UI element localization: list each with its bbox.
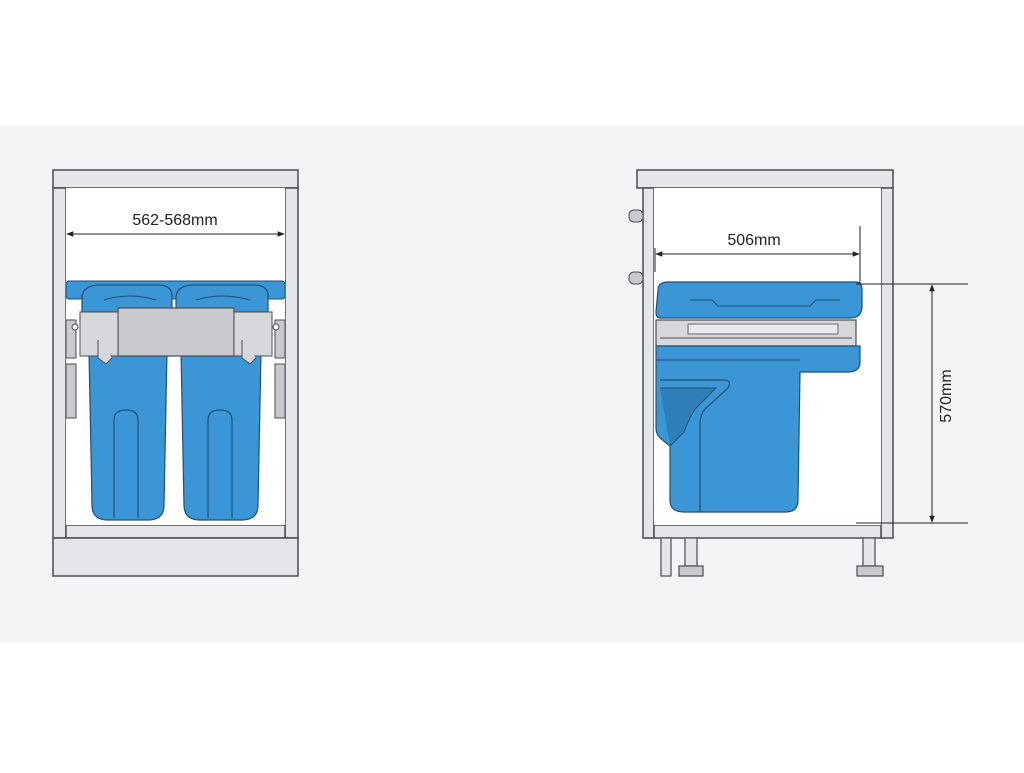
- front-cabinet-bottom: [65, 524, 286, 539]
- front-left-bin-ridge: [103, 295, 157, 301]
- front-right-bin-top: [175, 284, 269, 313]
- front-left-bin-handle: [113, 409, 139, 518]
- front-view: 562-568mm: [52, 169, 299, 577]
- front-right-bracket-arm: [233, 311, 273, 357]
- front-left-runner: [65, 319, 77, 359]
- front-right-bin-handle: [207, 409, 233, 518]
- front-right-bin-ridge: [195, 295, 251, 301]
- side-height-label: 570mm: [938, 369, 955, 422]
- front-left-bin-top: [81, 284, 173, 313]
- front-left-guide: [65, 363, 77, 419]
- side-leg-middle-foot: [678, 565, 704, 577]
- front-left-screw: [71, 323, 79, 331]
- side-cabinet-bottom: [653, 524, 882, 539]
- front-right-hook: [241, 340, 257, 365]
- side-bin-grip: [660, 379, 730, 512]
- side-leg-front: [862, 537, 876, 567]
- front-right-runner: [274, 319, 286, 359]
- side-leg-middle: [684, 537, 698, 567]
- side-cabinet-front: [880, 187, 894, 539]
- side-runner-slot: [687, 323, 839, 335]
- side-leg-back: [660, 537, 672, 577]
- front-right-guide: [274, 363, 286, 419]
- side-view: 506mm 570mm: [628, 169, 968, 577]
- side-lid-ridge: [690, 299, 840, 307]
- side-cabinet-back: [642, 187, 655, 539]
- side-wall-knob-upper: [628, 209, 644, 223]
- side-leg-front-foot: [856, 565, 884, 577]
- front-cabinet-plinth: [52, 537, 299, 577]
- side-depth-label: 506mm: [727, 232, 780, 249]
- front-width-label: 562-568mm: [132, 212, 217, 229]
- side-cabinet-top: [636, 169, 894, 189]
- side-bin-lid: [655, 281, 863, 319]
- front-left-hook: [97, 340, 113, 365]
- front-cabinet-top: [52, 169, 299, 189]
- side-wall-knob-lower: [628, 271, 644, 285]
- front-cabinet-right-side: [284, 187, 299, 539]
- side-bin-recess: [660, 387, 718, 447]
- front-right-screw: [272, 323, 280, 331]
- front-panel-bracket: [117, 307, 235, 357]
- front-cabinet-left-side: [52, 187, 67, 539]
